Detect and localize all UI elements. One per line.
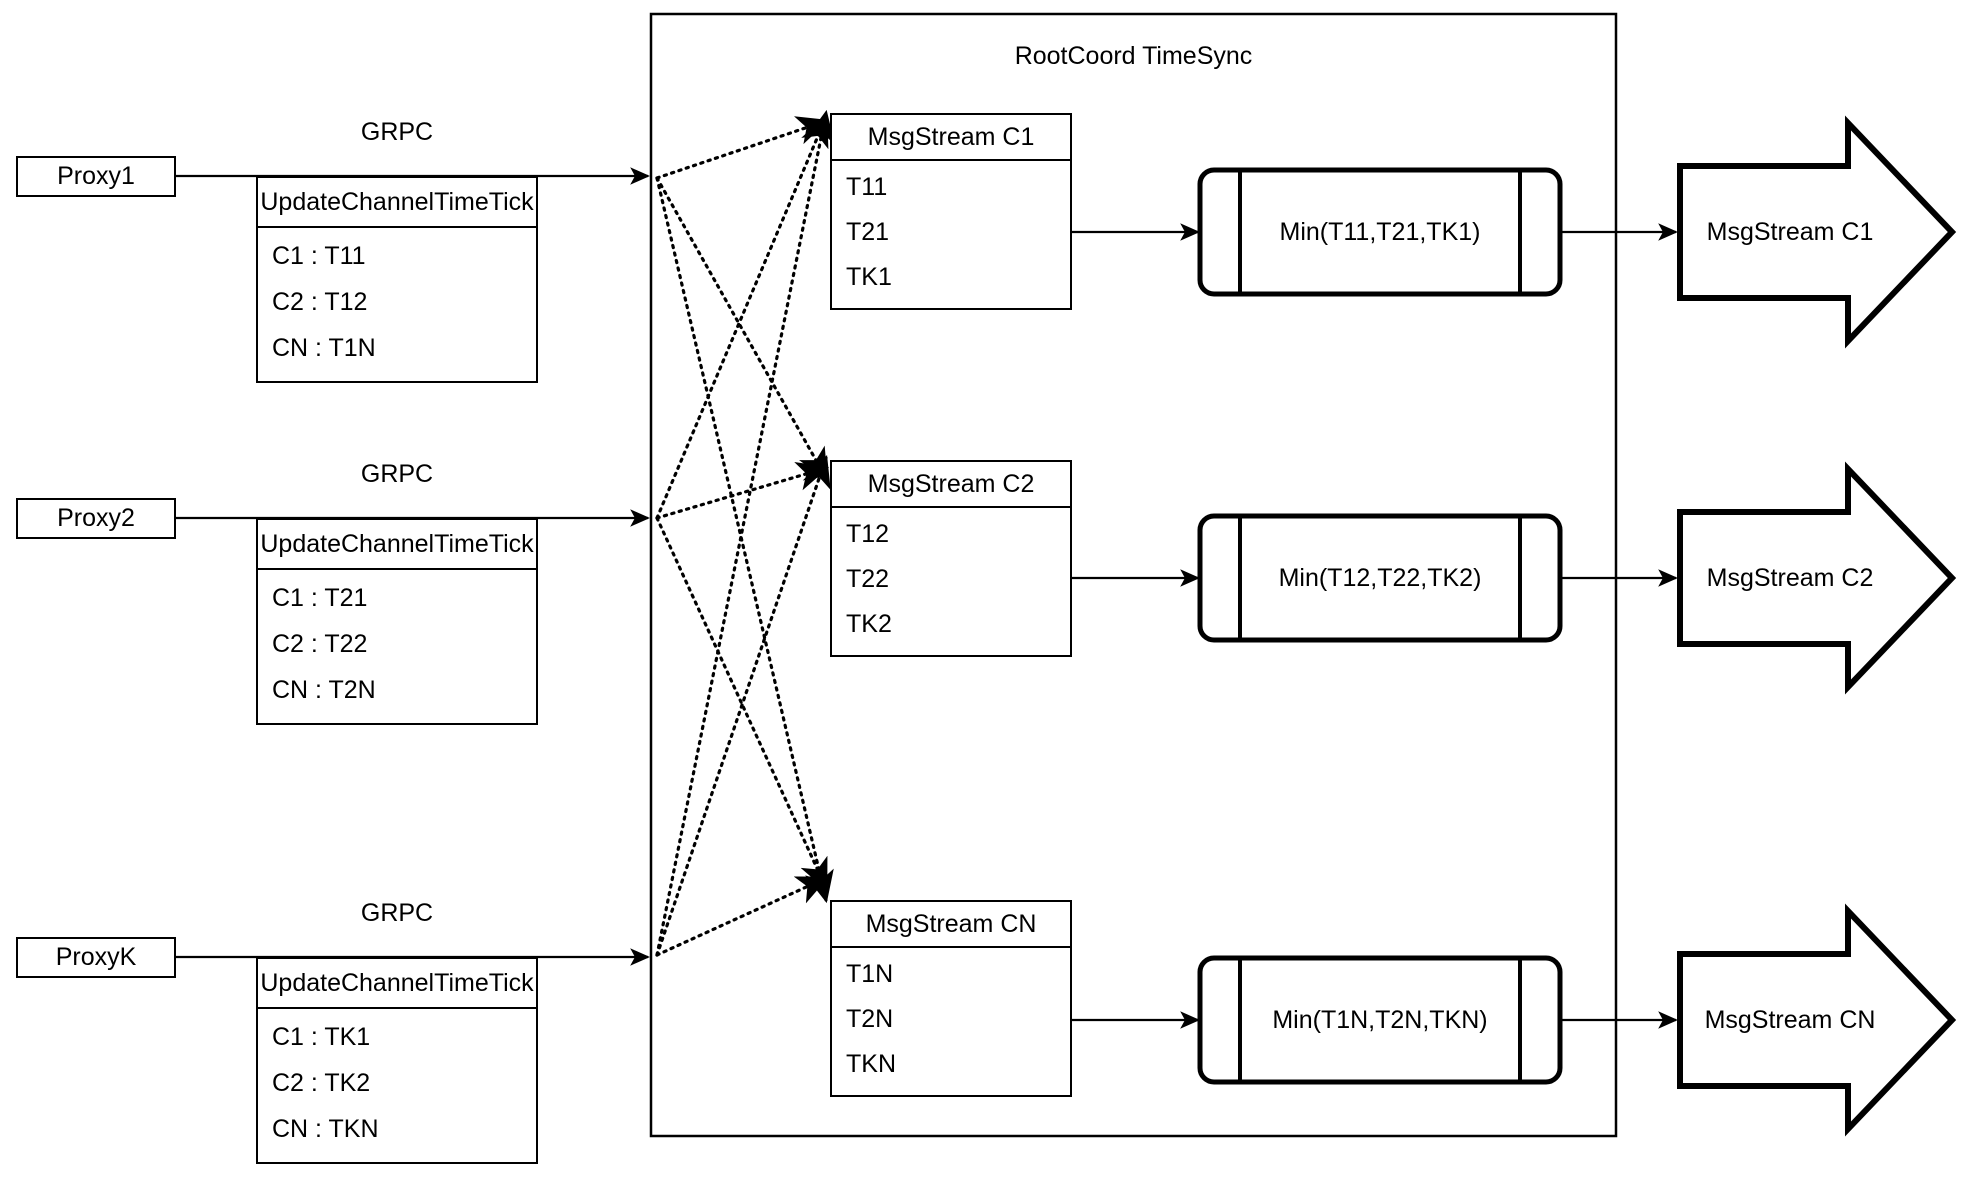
dotted-pk-cn [655,876,829,957]
msgstream-body-cn: T1N T2N TKN [832,948,1070,1095]
dotted-pk-c2 [655,454,831,957]
msgstream-row: TKN [846,1050,896,1078]
dotted-pk-c1 [655,109,835,957]
msgstream-table-c2: MsgStream C2 T12 T22 TK2 [830,460,1072,657]
output-arrow-label-2: MsgStream C2 [1706,563,1874,592]
process-label-1: Min(T11,T21,TK1) [1279,217,1481,246]
grpc-label-proxy1: GRPC [360,118,434,146]
tick-row: C2 : TK2 [272,1068,371,1097]
msgstream-title-c1: MsgStream C1 [832,115,1070,161]
proxy-box-proxy1[interactable]: Proxy1 [16,156,176,197]
tick-row: CN : T2N [272,675,376,704]
msgstream-row: TK1 [846,263,892,291]
tick-table-proxyk: UpdateChannelTimeTick C1 : TK1 C2 : TK2 … [256,957,538,1164]
tick-row: CN : T1N [272,333,376,362]
output-arrow-label-1: MsgStream C1 [1706,217,1874,246]
tick-table-proxy2: UpdateChannelTimeTick C1 : T21 C2 : T22 … [256,518,538,725]
tick-row: C1 : T11 [272,242,366,271]
msgstream-row: T12 [846,520,890,548]
dotted-p1-cn [655,176,834,904]
proxy-box-proxy2[interactable]: Proxy2 [16,498,176,539]
proxy-label-proxy2: Proxy2 [57,504,135,532]
tick-table-title-proxy2: UpdateChannelTimeTick [258,520,536,570]
msgstream-row: T22 [846,565,890,593]
grpc-label-proxyk: GRPC [360,899,434,927]
tick-row: C1 : T21 [272,584,368,613]
dotted-p2-c2 [655,462,830,520]
process-label-3: Min(T1N,T2N,TKN) [1272,1005,1488,1034]
msgstream-table-cn: MsgStream CN T1N T2N TKN [830,900,1072,1097]
output-arrow-label-3: MsgStream CN [1704,1005,1876,1034]
dotted-p2-cn [655,516,828,891]
tick-table-proxy1: UpdateChannelTimeTick C1 : T11 C2 : T12 … [256,176,538,383]
proxy-label-proxyk: ProxyK [55,943,137,971]
msgstream-row: T1N [846,960,894,988]
dotted-fanout-group [655,109,835,957]
tick-table-title-proxyk: UpdateChannelTimeTick [258,959,536,1009]
process-label-2: Min(T12,T22,TK2) [1278,563,1482,592]
msgstream-title-cn: MsgStream CN [832,902,1070,948]
tick-table-body-proxyk: C1 : TK1 C2 : TK2 CN : TKN [258,1009,536,1162]
tick-row: C2 : T22 [272,629,368,658]
msgstream-table-c1: MsgStream C1 T11 T21 TK1 [830,113,1072,310]
msgstream-title-c2: MsgStream C2 [832,462,1070,508]
tick-table-body-proxy2: C1 : T21 C2 : T22 CN : T2N [258,570,536,723]
tick-table-title-proxy1: UpdateChannelTimeTick [258,178,536,228]
msgstream-body-c1: T11 T21 TK1 [832,161,1070,308]
proxy-box-proxyk[interactable]: ProxyK [16,937,176,978]
tick-row: C1 : TK1 [272,1023,371,1052]
dotted-p2-c1 [655,114,829,520]
tick-table-body-proxy1: C1 : T11 C2 : T12 CN : T1N [258,228,536,381]
dotted-p1-c1 [655,116,830,180]
dotted-p1-c2 [655,176,828,481]
tick-row: C2 : T12 [272,287,368,316]
msgstream-row: T11 [846,173,888,201]
grpc-label-proxy2: GRPC [360,460,434,488]
msgstream-row: TK2 [846,610,892,638]
tick-row: CN : TKN [272,1114,379,1143]
msgstream-body-c2: T12 T22 TK2 [832,508,1070,655]
proxy-label-proxy1: Proxy1 [57,162,135,190]
rootcoord-container-title: RootCoord TimeSync [1014,42,1253,70]
msgstream-row: T2N [846,1005,894,1033]
msgstream-row: T21 [846,218,890,246]
